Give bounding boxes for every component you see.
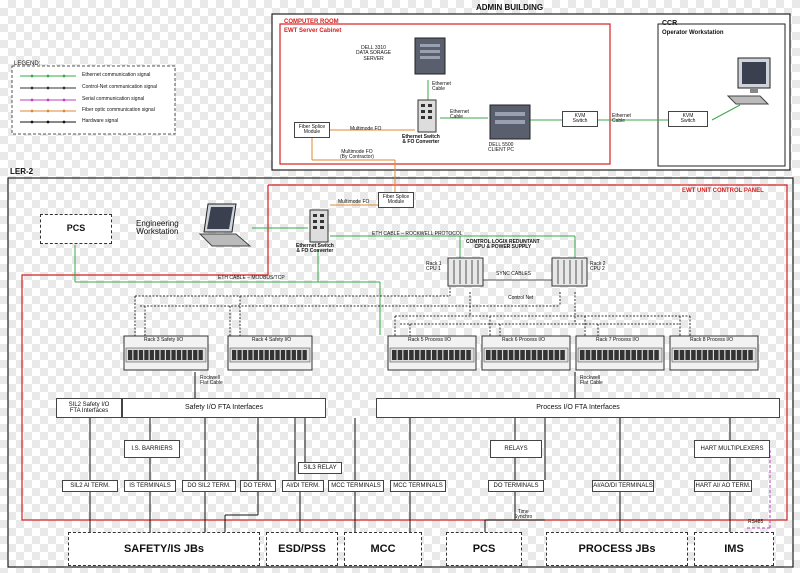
process-fta-box: Process I/O FTA Interfaces	[376, 398, 780, 418]
legend-item-ethernet: Ethernet communication signal	[82, 72, 151, 78]
legend-swatch-dot	[62, 120, 66, 124]
time-synchro-label: Time Synchro	[514, 509, 533, 521]
kvm-switch-ccr: KVM Switch	[668, 111, 708, 127]
legend-swatch-dot	[30, 86, 34, 90]
plc-rack-1-icon	[447, 257, 484, 287]
ethernet-cable-label-3: Ethernet Cable	[612, 113, 631, 125]
legend-swatch-dot	[46, 120, 50, 124]
eth-rockwell-label: ETH CABLE – ROCKWELL PROTOCOL	[372, 231, 463, 237]
laptop-icon	[198, 203, 252, 247]
term-do-terminals: DO TERMINALS	[488, 480, 544, 492]
legend-swatch-dot	[46, 86, 50, 90]
server-cabinet-title: EWT Server Cabinet	[284, 28, 342, 34]
term-sil2-ai: SIL2 AI TERM.	[62, 480, 118, 492]
eth-modbus-label: ETH CABLE – MODBUS/TCP	[218, 275, 285, 281]
legend-swatch-dot	[62, 86, 66, 90]
switch-label-panel: Ethernet Switch & FO Converter	[296, 243, 334, 255]
client-pc-label: DELL 5500 CLIENT PC	[488, 142, 515, 154]
io-rack-graphic	[669, 335, 759, 371]
operator-monitor-icon	[726, 57, 771, 105]
hart-multiplexers-box: HART MULTIPLEXERS	[694, 440, 770, 458]
ethernet-cable-label-2: Ethernet Cable	[450, 109, 469, 121]
pcs-bottom-box: PCS	[446, 532, 522, 566]
term-do: DO TERM.	[240, 480, 276, 492]
legend-item-controlnet: Control-Net communication signal	[82, 84, 158, 90]
legend-title: LEGEND:	[14, 61, 41, 67]
control-panel-title: EWT UNIT CONTROL PANEL	[682, 188, 764, 194]
term-mcc-1: MCC TERMINALS	[328, 480, 384, 492]
legend-swatch-dot	[46, 109, 50, 113]
server-icon	[414, 37, 446, 75]
server-label: DELL 3310 DATA SORAGE SERVER	[356, 45, 392, 62]
rack1-label: Rack 1 CPU 1	[426, 261, 442, 273]
io-rack-graphic	[387, 335, 477, 371]
kvm-switch-admin: KVM Switch	[562, 111, 598, 127]
safety-fta-box: Safety I/O FTA Interfaces	[122, 398, 326, 418]
io-rack-graphic	[575, 335, 665, 371]
term-ai-di: AI/DI TERM.	[282, 480, 324, 492]
ethernet-switch-icon-panel	[309, 209, 329, 243]
term-ai-ao-di: AI/AO/DI TERMINALS	[592, 480, 654, 492]
rockwell-flat-label-1: Rockwell Flat Cable	[200, 375, 223, 387]
operator-workstation-title: Operator Workstation	[662, 30, 724, 36]
safety-is-jbs-box: SAFETY/IS JBs	[68, 532, 260, 566]
process-jbs-box: PROCESS JBs	[546, 532, 688, 566]
engineering-workstation-label: Engineering Workstation	[136, 219, 179, 237]
rack-4-label: Rack 4 Safety I/O	[252, 337, 292, 343]
sil3-relay-box: SIL3 RELAY	[298, 462, 342, 474]
is-barriers-box: I.S. BARRIERS	[124, 440, 180, 458]
ler2-title: LER-2	[10, 167, 34, 176]
legend-item-serial: Serial communication signal	[82, 96, 145, 102]
admin-building-title: ADMIN BUILDING	[476, 3, 544, 12]
rs485-label: RS485	[748, 519, 764, 525]
multimode-contractor-label: Multimode FO (By Contractor)	[340, 149, 374, 161]
pcs-box: PCS	[40, 214, 112, 244]
rack-3-label: Rack 3 Safety I/O	[144, 337, 184, 343]
term-hart-ai-ao: HART AI/ AO TERM.	[694, 480, 752, 492]
term-do-sil2: DO SIL2 TERM.	[182, 480, 236, 492]
fiber-splice-module-panel: Fiber Splice Module	[378, 192, 414, 208]
legend-swatch-dot	[30, 98, 34, 102]
term-is: IS TERMINALS	[124, 480, 176, 492]
relays-box: RELAYS	[490, 440, 542, 458]
legend-item-fiber: Fiber optic communication signal	[82, 107, 155, 113]
rack-7-label: Rack 7 Process I/O	[596, 337, 640, 343]
controllogix-label: CONTROL LOGIX REDUNTANT CPU & POWER SUPP…	[466, 239, 540, 251]
plc-rack-2-icon	[551, 257, 588, 287]
rack-5-label: Rack 5 Process I/O	[408, 337, 452, 343]
rockwell-flat-label-2: Rockwell Flat Cable	[580, 375, 603, 387]
esd-pss-box: ESD/PSS	[266, 532, 338, 566]
io-rack-graphic	[123, 335, 209, 371]
fiber-splice-module-admin: Fiber Splice Module	[294, 122, 330, 138]
legend-swatch-dot	[30, 120, 34, 124]
client-pc-icon	[489, 104, 531, 140]
ccr-title: CCR	[662, 20, 678, 27]
sil2-fta-box: SIL2 Safety I/O FTA Interfaces	[56, 398, 122, 418]
legend-item-hardware: Hardware signal	[82, 118, 119, 124]
term-mcc-2: MCC TERMINALS	[390, 480, 446, 492]
sync-cables-label: SYNC CABLES	[496, 271, 532, 277]
rack-8-label: Rack 8 Process I/O	[690, 337, 734, 343]
io-rack-graphic	[227, 335, 313, 371]
computer-room-title: COMPUTER ROOM	[284, 19, 339, 25]
ethernet-cable-label-1: Ethernet Cable	[432, 81, 451, 93]
rack2-label: Rack 2 CPU 2	[590, 261, 606, 273]
legend-swatch-dot	[62, 98, 66, 102]
io-rack-graphic	[481, 335, 571, 371]
legend-swatch-dot	[62, 109, 66, 113]
legend-swatch-dot	[30, 74, 34, 78]
legend-swatch-dot	[30, 109, 34, 113]
legend-swatch-dot	[46, 74, 50, 78]
control-net-label: Control Net	[508, 295, 534, 301]
mcc-box: MCC	[344, 532, 422, 566]
ethernet-switch-icon-admin	[417, 99, 437, 133]
ims-box: IMS	[694, 532, 774, 566]
rack-6-label: Rack 6 Process I/O	[502, 337, 546, 343]
legend-swatch-dot	[62, 74, 66, 78]
multimode-fo-label-panel: Multimode FO	[338, 199, 370, 205]
switch-label-admin: Ethernet Switch & FO Converter	[402, 134, 440, 146]
legend-swatch-dot	[46, 98, 50, 102]
multimode-fo-label-admin: Multimode FO	[350, 126, 382, 132]
